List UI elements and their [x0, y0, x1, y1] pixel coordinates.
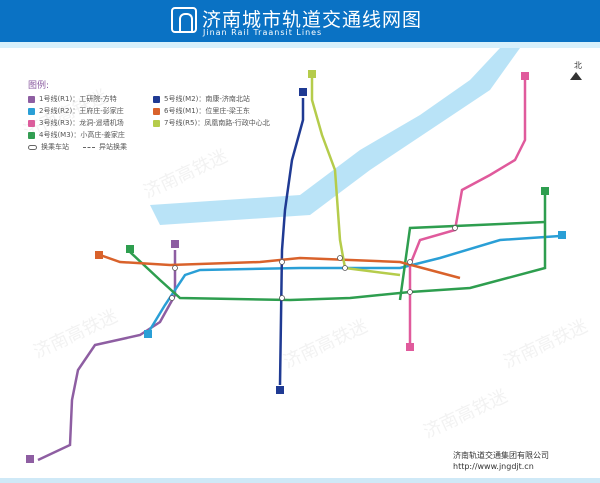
line-2	[146, 234, 561, 334]
legend: 图例: 1号线(R1)：工研院-方特 2号线(R2)：王府庄-彭家庄 3号线(R…	[28, 78, 270, 151]
header-strip	[0, 42, 600, 48]
footer: 济南轨道交通集团有限公司 http://www.jngdjt.cn	[453, 450, 549, 472]
legend-item-line-2: 2号线(R2)：王府庄-彭家庄	[28, 106, 124, 116]
line-end-markers	[26, 70, 566, 463]
line-6	[99, 253, 461, 280]
line-1	[37, 250, 177, 462]
compass-icon: 北	[570, 61, 582, 80]
svg-text:北: 北	[574, 61, 582, 70]
company-url[interactable]: http://www.jngdjt.cn	[453, 462, 534, 471]
legend-offsite-transfer: 异站换乘	[83, 142, 127, 152]
legend-transfer: 换乘车站	[28, 142, 69, 152]
footer-bar	[0, 478, 600, 483]
river	[150, 48, 520, 225]
line-4-north	[398, 220, 546, 301]
line-5	[278, 98, 305, 386]
map-subtitle: Jinan Rail Traansit Lines	[203, 28, 323, 37]
header: 济南城市轨道交通线网图 Jinan Rail Traansit Lines	[0, 0, 600, 42]
company-name: 济南轨道交通集团有限公司	[453, 451, 549, 460]
legend-item-line-4: 4号线(M3)：小高庄-姜家庄	[28, 130, 125, 140]
transfer-stations	[169, 225, 458, 301]
metro-logo-icon	[171, 7, 197, 33]
legend-item-line-1: 1号线(R1)：工研院-方特	[28, 94, 117, 104]
map-title: 济南城市轨道交通线网图	[202, 9, 423, 31]
legend-title: 图例:	[28, 81, 50, 91]
legend-item-line-7: 7号线(R5)：凤凰南路-行政中心北	[153, 118, 270, 128]
line-4	[129, 195, 547, 302]
line-3	[408, 80, 527, 345]
legend-item-line-6: 6号线(M1)：位里庄-梁王东	[153, 106, 250, 116]
metro-map: 北	[26, 48, 582, 463]
legend-item-line-5: 5号线(M2)：南康-济南北站	[153, 94, 250, 104]
legend-item-line-3: 3号线(R3)：龙洞-遥墙机场	[28, 118, 124, 128]
